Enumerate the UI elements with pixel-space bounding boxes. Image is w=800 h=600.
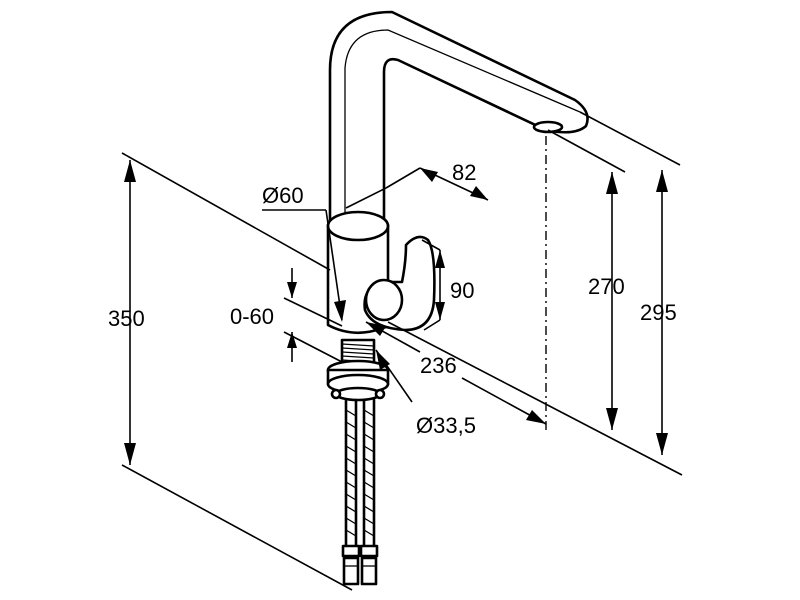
label-spout-reach: 236: [420, 353, 457, 378]
spout-inner-edge: [344, 29, 581, 220]
label-handle-width: 82: [452, 160, 476, 185]
faucet-drawing: [326, 10, 589, 586]
dimension-lines: [121, 111, 683, 591]
label-overall-height: 295: [640, 300, 677, 325]
label-spout-height: 270: [588, 274, 625, 299]
body-top: [326, 210, 390, 242]
spout: [328, 10, 589, 227]
label-deck-thickness: 0-60: [230, 304, 274, 329]
label-total-height: 350: [108, 306, 145, 331]
spout-outlet: [532, 120, 564, 134]
label-body-diameter: Ø60: [262, 183, 304, 208]
mounting-nut: [326, 359, 390, 402]
dimension-labels: 350 270 295 Ø60 82 90 0-60 236 Ø33,5: [108, 160, 677, 438]
handle-hub: [364, 278, 404, 322]
label-handle-height: 90: [450, 278, 474, 303]
label-hole-diameter: Ø33,5: [416, 413, 476, 438]
flexible-hoses: [341, 398, 379, 586]
